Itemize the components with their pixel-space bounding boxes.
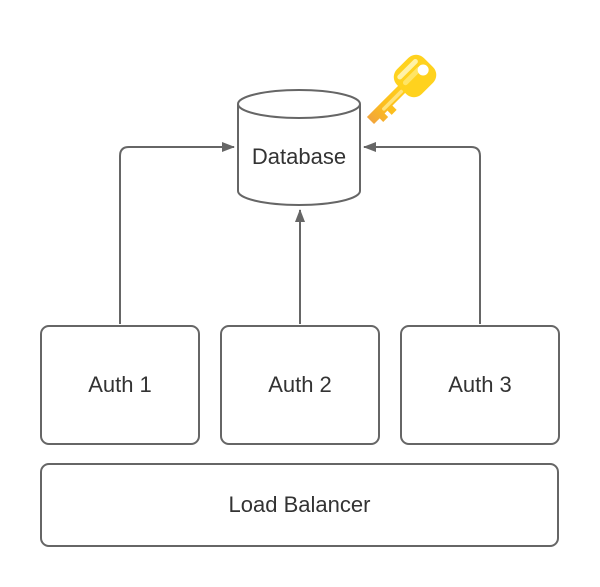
edge-auth3-database xyxy=(363,142,481,324)
key-head xyxy=(393,54,437,98)
key-stripe-2 xyxy=(402,66,422,86)
key-shaft-highlight xyxy=(382,89,404,111)
node-auth-1-label: Auth 1 xyxy=(88,372,152,397)
key-hole xyxy=(417,64,429,76)
key-stripe-1 xyxy=(397,58,418,80)
node-auth-3: Auth 3 xyxy=(400,325,560,445)
node-auth-1: Auth 1 xyxy=(40,325,200,445)
node-auth-3-label: Auth 3 xyxy=(448,372,512,397)
edge-auth1-database xyxy=(119,142,235,324)
node-database-label: Database xyxy=(251,144,347,169)
node-load-balancer-label: Load Balancer xyxy=(228,492,371,517)
key-icon xyxy=(366,54,437,125)
node-auth-2-label: Auth 2 xyxy=(268,372,332,397)
node-auth-2: Auth 2 xyxy=(220,325,380,445)
key-shaft xyxy=(366,84,407,125)
node-load-balancer: Load Balancer xyxy=(40,463,559,547)
